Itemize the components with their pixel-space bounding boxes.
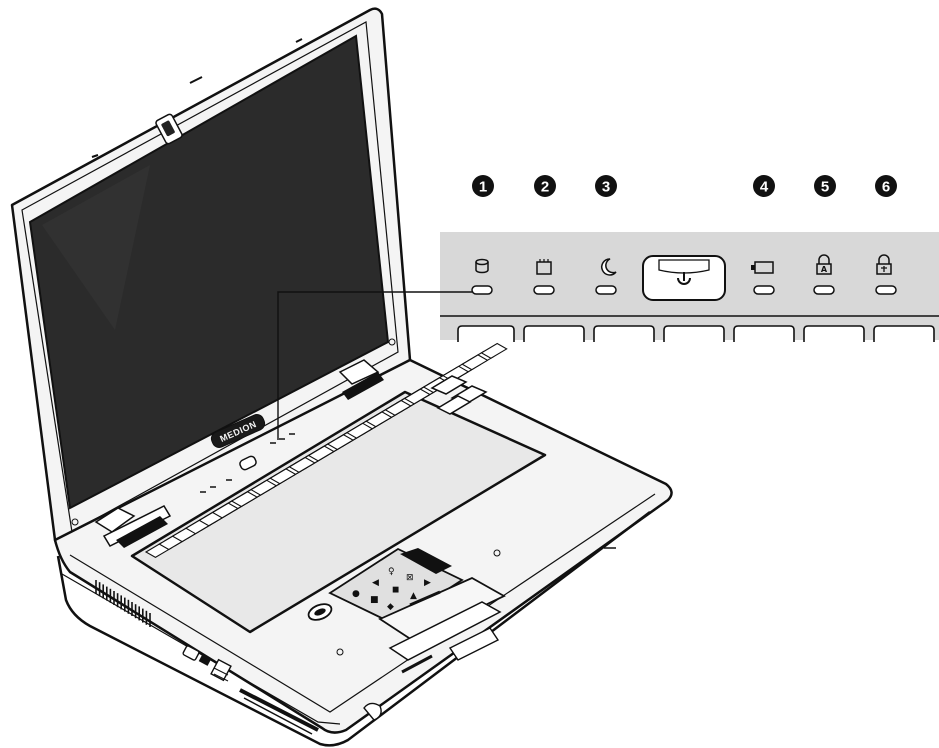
led-1 — [471, 285, 493, 295]
battery-icon — [751, 261, 774, 274]
caps-lock-icon: A — [816, 254, 832, 275]
led-3 — [595, 285, 617, 295]
svg-text:◼: ◼ — [392, 585, 399, 595]
callout-2: 2 — [534, 175, 556, 197]
fingerprint-scroll-button[interactable] — [306, 601, 333, 623]
touchpad[interactable] — [378, 576, 506, 642]
callout-3-number: 3 — [602, 179, 610, 196]
callout-4-number: 4 — [760, 179, 769, 196]
callout-4: 4 — [753, 175, 775, 197]
svg-text:▲: ▲ — [410, 591, 417, 601]
left-hinge — [94, 505, 172, 547]
led-6 — [875, 285, 897, 295]
callout-6-number: 6 — [882, 179, 890, 196]
keyboard-key[interactable] — [480, 342, 508, 359]
keyboard-key[interactable] — [326, 434, 355, 451]
card-reader-icon — [536, 259, 552, 275]
keyboard-key[interactable] — [230, 491, 259, 508]
callout-1: 1 — [472, 175, 494, 197]
svg-text:▶: ▶ — [424, 578, 431, 588]
led-2 — [533, 285, 555, 295]
base-power-button[interactable] — [239, 455, 258, 471]
led-5 — [813, 285, 835, 295]
keyboard-key[interactable] — [211, 502, 239, 519]
keyboard-key[interactable] — [288, 456, 316, 473]
media-touch-panel[interactable]: ● ■ ◆ ◀ ◼ ▲ ♀ ⊠ ▶ — [328, 547, 464, 626]
front-ports — [182, 627, 500, 735]
quick-launch-keys — [430, 375, 488, 415]
callout-5: 5 — [814, 175, 836, 197]
status-leds — [471, 285, 897, 295]
status-led-cluster — [200, 433, 295, 493]
side-vents — [95, 580, 151, 627]
webcam — [155, 113, 183, 145]
hard-disk-icon — [475, 258, 489, 274]
leader-line — [277, 291, 472, 440]
display-screen — [28, 34, 390, 510]
keyboard-key[interactable] — [461, 354, 489, 371]
svg-text:◆: ◆ — [387, 602, 394, 612]
keyboard-key[interactable] — [365, 411, 393, 428]
svg-text:■: ■ — [370, 595, 379, 605]
keyboard-key[interactable] — [307, 445, 335, 462]
moon-standby-icon — [601, 258, 617, 276]
callout-numbers: 1 2 3 4 5 6 — [472, 175, 897, 197]
keyboard-key[interactable] — [249, 479, 278, 496]
left-speaker-grille — [116, 516, 168, 548]
keyboard-key[interactable] — [403, 388, 431, 405]
callout-1-number: 1 — [479, 179, 487, 196]
keyboard-key[interactable] — [269, 468, 297, 485]
status-indicator-detail-panel: A — [440, 232, 939, 342]
callout-5-number: 5 — [821, 179, 829, 196]
callout-2-number: 2 — [541, 179, 549, 196]
callout-3: 3 — [595, 175, 617, 197]
keyboard-key[interactable] — [384, 399, 412, 416]
keyboard — [130, 342, 547, 634]
scroll-lock-icon — [876, 254, 892, 275]
laptop-base: ● ■ ◆ ◀ ◼ ▲ ♀ ⊠ ▶ — [53, 342, 673, 747]
detail-key-row — [457, 325, 935, 342]
svg-text:A: A — [821, 265, 828, 274]
svg-text:⊠: ⊠ — [406, 573, 414, 583]
power-symbol-icon — [677, 272, 691, 285]
power-button[interactable] — [642, 255, 726, 301]
svg-text:◀: ◀ — [372, 578, 379, 588]
keyboard-key[interactable] — [345, 422, 374, 439]
touchpad-buttons[interactable] — [388, 601, 502, 661]
callout-6: 6 — [875, 175, 897, 197]
led-4 — [753, 285, 775, 295]
svg-text:●: ● — [352, 589, 360, 599]
svg-text:♀: ♀ — [388, 567, 395, 577]
right-speaker-grille — [342, 372, 384, 400]
